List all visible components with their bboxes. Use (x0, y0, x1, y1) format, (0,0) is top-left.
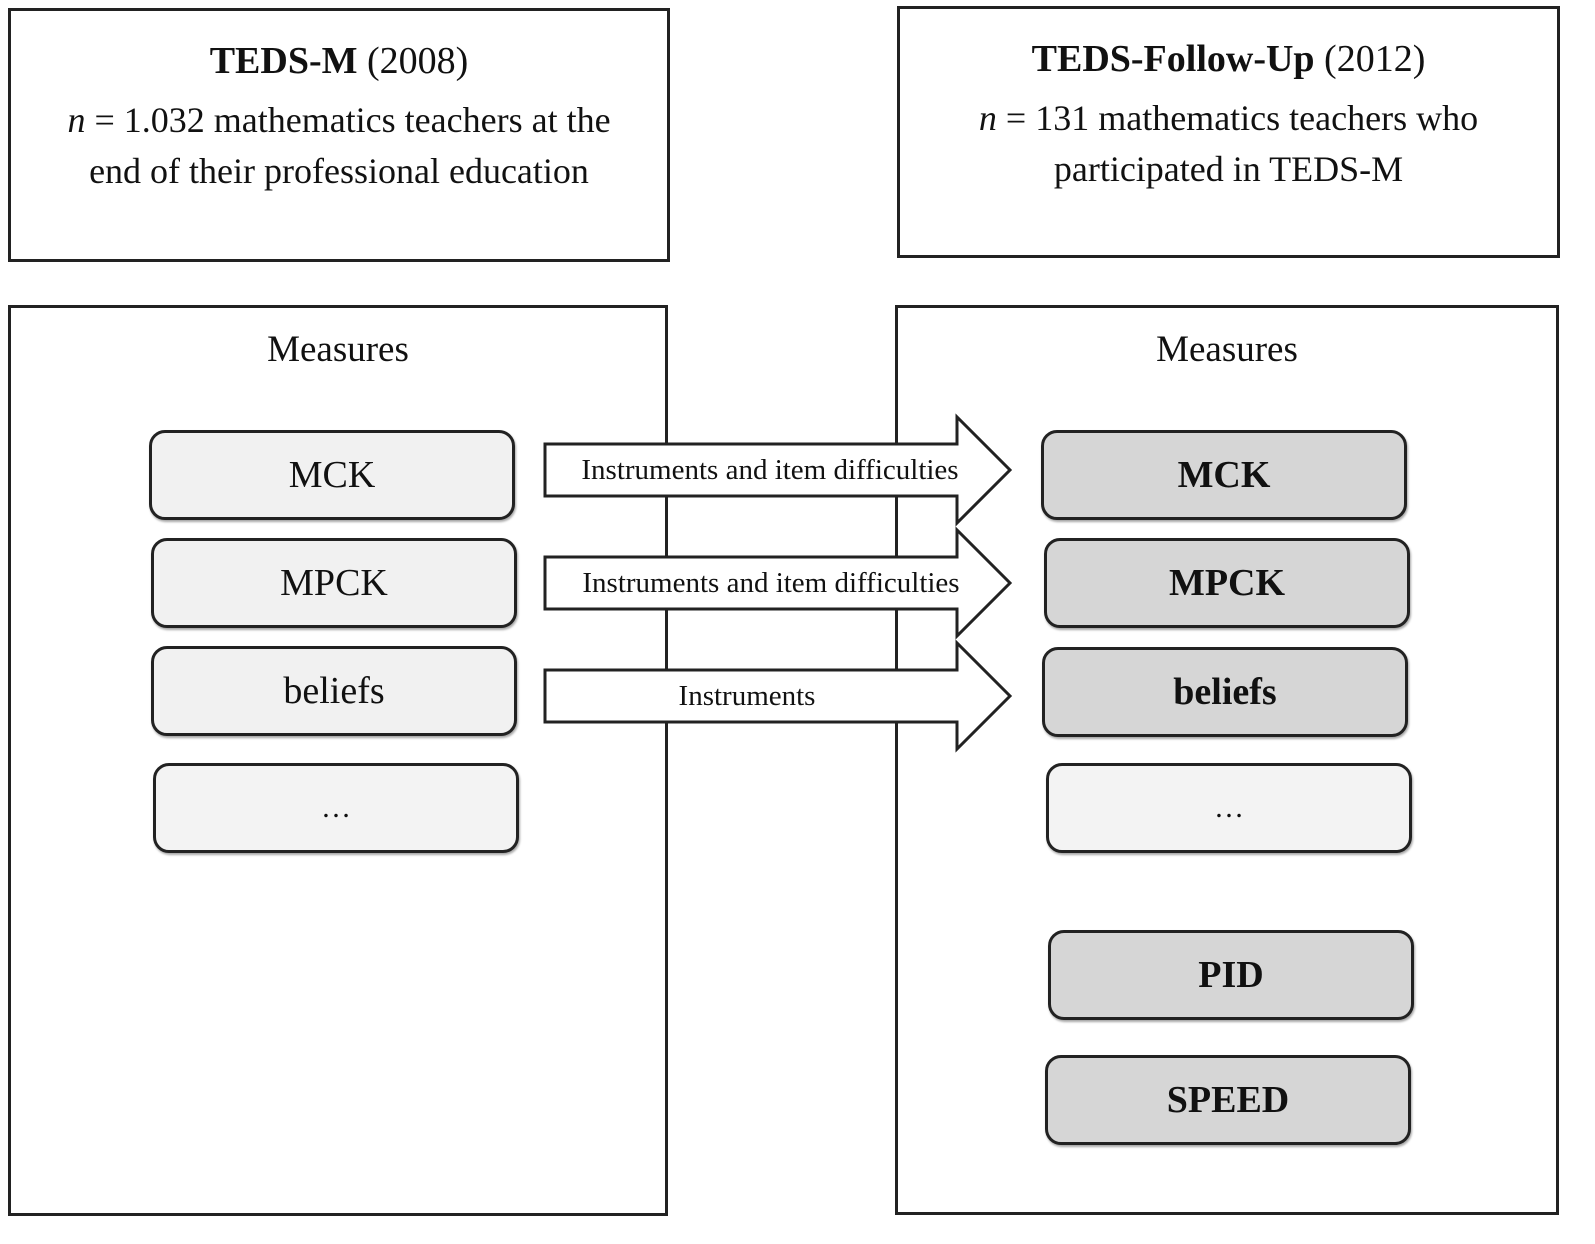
n-symbol: n (67, 100, 86, 140)
measure-more-right: … (1046, 763, 1412, 853)
measure-mpck-right: MPCK (1044, 538, 1410, 628)
measure-more-left: … (153, 763, 519, 853)
measure-mpck-left: MPCK (151, 538, 517, 628)
arrow-label: Instruments and item difficulties (582, 567, 959, 599)
study-box-teds-follow-up: TEDS-Follow-Up (2012) n = 131 mathematic… (897, 6, 1560, 258)
study-year: (2012) (1324, 38, 1426, 80)
study-name: TEDS-M (209, 40, 358, 82)
study-year: (2008) (366, 40, 469, 82)
arrow-mck: Instruments and item difficulties (543, 413, 1013, 527)
measure-speed-right: SPEED (1045, 1055, 1411, 1145)
measure-mck-right: MCK (1041, 430, 1407, 520)
measure-beliefs-left: beliefs (151, 646, 517, 736)
arrow-label: Instruments (679, 680, 816, 712)
study-title-teds-follow-up: TEDS-Follow-Up (2012) (900, 37, 1557, 81)
panel-heading: Measures (1156, 329, 1298, 370)
arrow-label: Instruments and item difficulties (581, 454, 958, 486)
n-symbol: n (978, 98, 997, 138)
study-desc-line2: participated in TEDS-M (1053, 149, 1404, 189)
measure-pid-right: PID (1048, 930, 1414, 1020)
arrow-mpck: Instruments and item difficulties (543, 526, 1013, 640)
study-title-teds-m: TEDS-M (2008) (11, 39, 667, 83)
study-desc-line1: = 131 mathematics teachers who (1005, 98, 1479, 138)
measure-mck-left: MCK (149, 430, 515, 520)
measure-beliefs-right: beliefs (1042, 647, 1408, 737)
panel-heading: Measures (267, 329, 409, 370)
study-description: n = 1.032 mathematics teachers at the en… (11, 95, 667, 197)
study-desc-line2: end of their professional education (89, 151, 589, 191)
study-box-teds-m: TEDS-M (2008) n = 1.032 mathematics teac… (8, 8, 670, 262)
study-desc-line1: = 1.032 mathematics teachers at the (94, 100, 611, 140)
study-description: n = 131 mathematics teachers who partici… (900, 93, 1557, 195)
study-name: TEDS-Follow-Up (1031, 38, 1315, 80)
arrow-beliefs: Instruments (543, 639, 1013, 753)
